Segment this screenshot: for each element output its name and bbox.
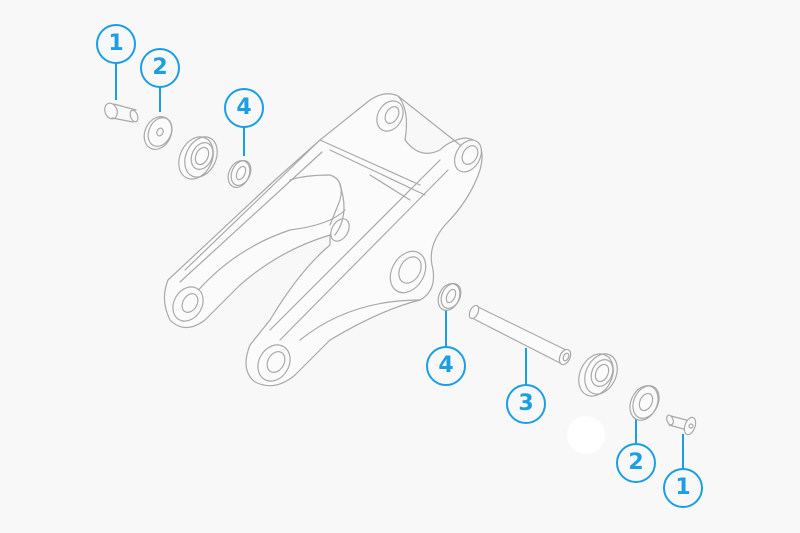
bearing-right: [578, 353, 618, 397]
callout-2-washer: 2: [140, 48, 180, 88]
blank-spot: [567, 416, 605, 454]
callout-1-bolt: 1: [663, 468, 703, 508]
bearing-left: [178, 136, 218, 180]
washer-left: [143, 116, 173, 150]
spacer-right: [437, 283, 462, 311]
leader-lines: [115, 62, 684, 470]
bolt-left: [104, 102, 139, 123]
callout-3-axle: 3: [506, 384, 546, 424]
washer-right: [629, 385, 660, 421]
callout-2-washer: 2: [616, 443, 656, 483]
axle: [468, 304, 572, 366]
bolt-right: [666, 414, 697, 436]
callout-4-spacer: 4: [426, 346, 466, 386]
spacer-left: [227, 160, 252, 188]
callout-4-spacer: 4: [224, 88, 264, 128]
callout-1-bolt: 1: [96, 24, 136, 64]
rocker-link: [163, 93, 483, 387]
